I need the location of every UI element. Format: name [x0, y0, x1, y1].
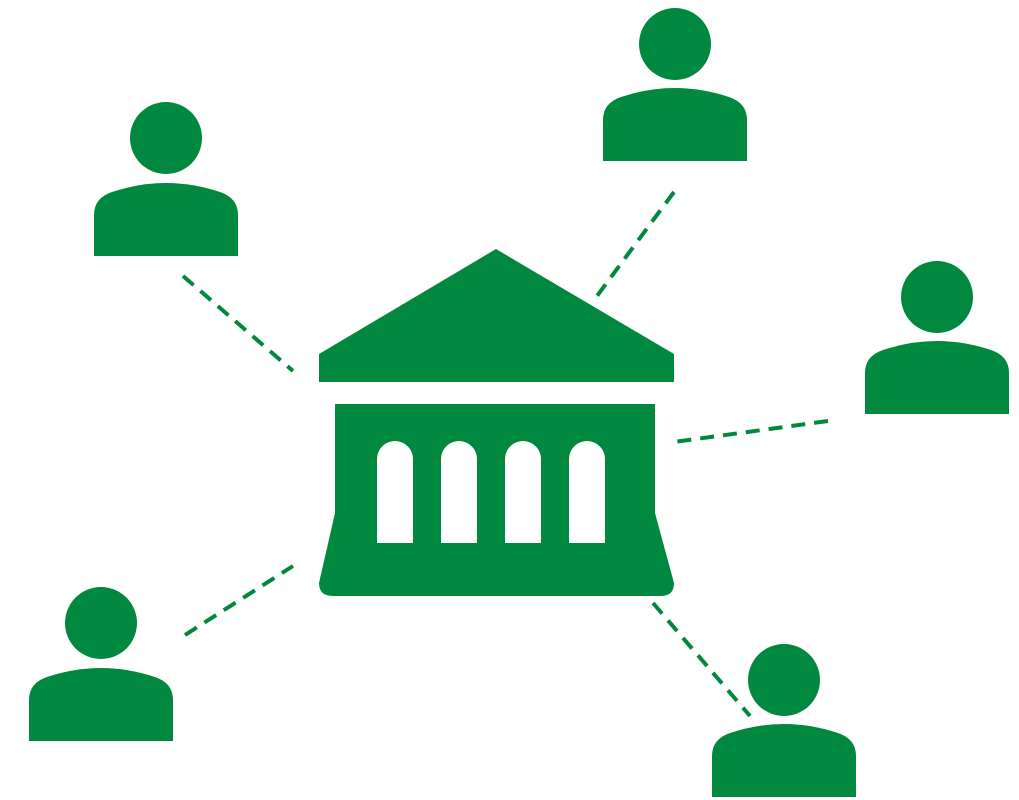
person-icon-top-left [94, 102, 238, 256]
connector-bottom-right [651, 601, 752, 718]
person-head [65, 587, 137, 659]
person-body [865, 341, 1009, 414]
bank-column [505, 441, 541, 543]
person-icon-bottom-left [29, 587, 173, 741]
person-icon-bottom-right [712, 644, 856, 797]
person-body [29, 668, 173, 741]
connector-right [673, 419, 829, 444]
person-body [603, 88, 747, 161]
bank-column [377, 441, 413, 543]
person-head [130, 102, 202, 174]
person-head [639, 8, 711, 80]
bank-columns [377, 441, 605, 543]
connectors [181, 190, 829, 718]
person-head [901, 261, 973, 333]
connector-top-right [595, 190, 676, 298]
person-body [712, 724, 856, 797]
person-icon-top-right [603, 8, 747, 161]
connector-top-left [181, 274, 295, 373]
bank-column [569, 441, 605, 543]
bank-roof [319, 249, 674, 382]
connector-bottom-left [183, 564, 295, 637]
person-icon-right [865, 261, 1009, 414]
person-body [94, 183, 238, 256]
person-head [748, 644, 820, 716]
bank-body [319, 404, 674, 596]
bank-building-icon [319, 249, 674, 596]
bank-column [441, 441, 477, 543]
